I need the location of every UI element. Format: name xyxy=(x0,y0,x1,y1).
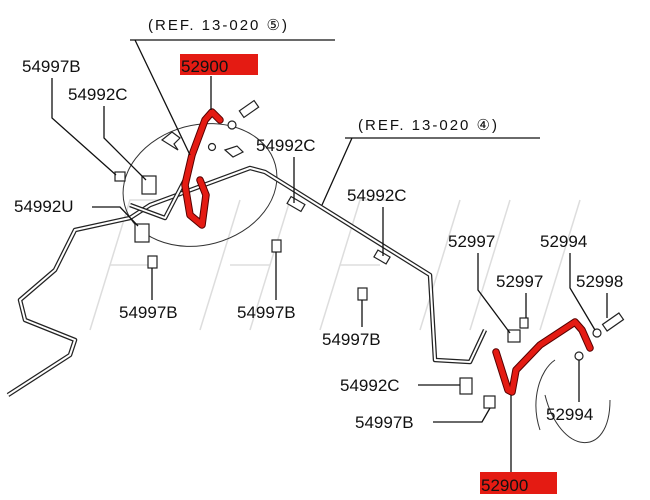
part-label-52900-front[interactable]: 52900 xyxy=(181,57,228,76)
highlight-box-rear xyxy=(480,472,557,494)
part-label-54992c[interactable]: 54992C xyxy=(347,186,407,205)
part-label-52997[interactable]: 52997 xyxy=(448,232,495,251)
part-label-52900-rear[interactable]: 52900 xyxy=(481,476,528,495)
part-label-52994[interactable]: 52994 xyxy=(546,405,593,424)
part-label-54997b[interactable]: 54997B xyxy=(355,413,414,432)
ref-label-front: (REF. 13-020 ⑤) xyxy=(148,17,289,34)
ref-label-rear: (REF. 13-020 ④) xyxy=(358,117,499,134)
part-label-54997b[interactable]: 54997B xyxy=(22,57,81,76)
wheel-outline-rear xyxy=(544,394,611,443)
brake-hose-rear xyxy=(492,318,594,396)
part-label-54992c[interactable]: 54992C xyxy=(340,376,400,395)
wheel-outline-front xyxy=(122,123,278,247)
part-label-54992c[interactable]: 54992C xyxy=(256,136,316,155)
part-label-52994[interactable]: 52994 xyxy=(540,232,587,251)
highlight-box-front xyxy=(180,54,258,75)
part-label-52998[interactable]: 52998 xyxy=(576,272,623,291)
brake-pipe xyxy=(6,165,488,397)
part-label-54992c[interactable]: 54992C xyxy=(68,85,128,104)
part-label-54997b[interactable]: 54997B xyxy=(322,330,381,349)
fittings xyxy=(114,99,625,409)
watermark xyxy=(89,199,581,331)
part-label-54997b[interactable]: 54997B xyxy=(237,303,296,322)
part-label-52997[interactable]: 52997 xyxy=(496,272,543,291)
brake-hose-front xyxy=(181,108,224,229)
part-label-54992u[interactable]: 54992U xyxy=(14,197,74,216)
part-label-54997b[interactable]: 54997B xyxy=(119,303,178,322)
